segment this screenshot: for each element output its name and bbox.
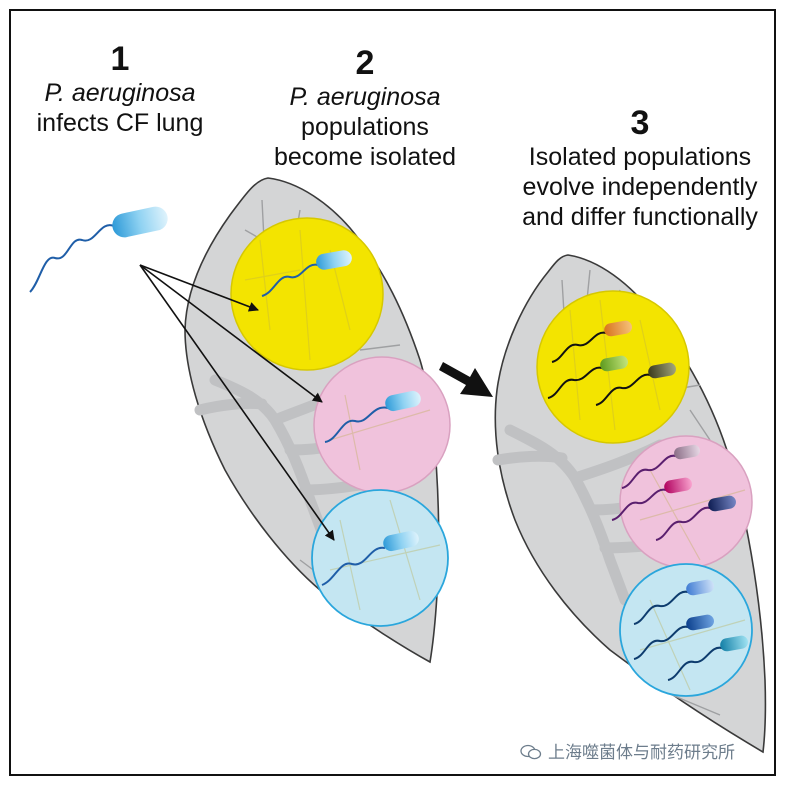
step1-number: 1: [110, 40, 130, 78]
step1-line-1: P. aeruginosa: [44, 79, 196, 107]
figure-frame: [9, 9, 776, 776]
bacterium-pink: [324, 390, 421, 443]
step2-line-3: become isolated: [273, 143, 457, 171]
flagellum: [655, 506, 711, 541]
step3-line-3: and differ functionally: [522, 203, 758, 231]
arrow-to-yellow: [139, 264, 259, 312]
bacterium-deep: [686, 614, 714, 631]
flagellum: [29, 224, 115, 293]
bacterium-body: [385, 390, 421, 412]
step2-label: 2 P. aeruginosa populations become isola…: [250, 44, 480, 172]
step2-number: 2: [355, 44, 375, 82]
watermark: 上海噬菌体与耐药研究所: [520, 738, 735, 763]
progression-arrow: [439, 362, 493, 397]
bacterium-green: [600, 355, 628, 372]
bacterium-orange: [604, 320, 632, 337]
bacterium-mauve: [674, 444, 700, 460]
flagellum: [633, 625, 689, 660]
flagellum: [321, 546, 386, 586]
bacterium-navy: [708, 495, 736, 512]
region-yellow: [230, 217, 384, 371]
bacterium-body: [112, 206, 168, 238]
watermark-text: 上海噬菌体与耐药研究所: [548, 743, 735, 762]
region-blue: [619, 563, 753, 697]
step1-label: 1 P. aeruginosa infects CF lung: [20, 40, 220, 138]
step3-line-2: evolve independently: [522, 173, 758, 201]
step3-line-1: Isolated populations: [528, 143, 752, 171]
airway-branches-overlay: [244, 229, 441, 611]
flagellum: [621, 454, 677, 489]
bacterium-olive: [648, 362, 676, 379]
bacterium-blue: [321, 530, 419, 586]
evolved-blue-population: [633, 579, 748, 681]
flagellum: [547, 366, 603, 399]
flagellum: [667, 646, 723, 681]
bacterium-teal: [720, 635, 748, 652]
bacterium-yellow: [261, 250, 352, 297]
step3-number: 3: [630, 104, 650, 142]
step3-label: 3 Isolated populations evolve independen…: [505, 104, 775, 232]
step2-line-1: P. aeruginosa: [289, 83, 441, 111]
bacterium-initial: [29, 206, 168, 293]
arrow-to-pink: [139, 264, 323, 403]
bacterium-magenta: [664, 477, 692, 494]
infection-arrows: [139, 264, 335, 541]
step1-line-2: infects CF lung: [36, 109, 204, 137]
evolved-yellow-population: [547, 320, 676, 406]
bacterium-body: [383, 530, 419, 552]
flagellum: [551, 331, 607, 363]
arrow-to-blue: [139, 264, 335, 541]
flagellum: [261, 263, 319, 297]
bacterium-body: [316, 250, 352, 270]
bacterium-sky: [686, 579, 714, 596]
flagellum: [324, 406, 389, 443]
lung-isolated: [184, 177, 451, 664]
step2-line-2: populations: [301, 113, 429, 141]
wechat-icon: [520, 744, 542, 760]
flagellum: [611, 488, 667, 521]
flagellum: [633, 590, 689, 625]
flagellum: [595, 373, 651, 406]
region-blue: [311, 489, 449, 627]
evolved-pink-population: [611, 444, 736, 541]
